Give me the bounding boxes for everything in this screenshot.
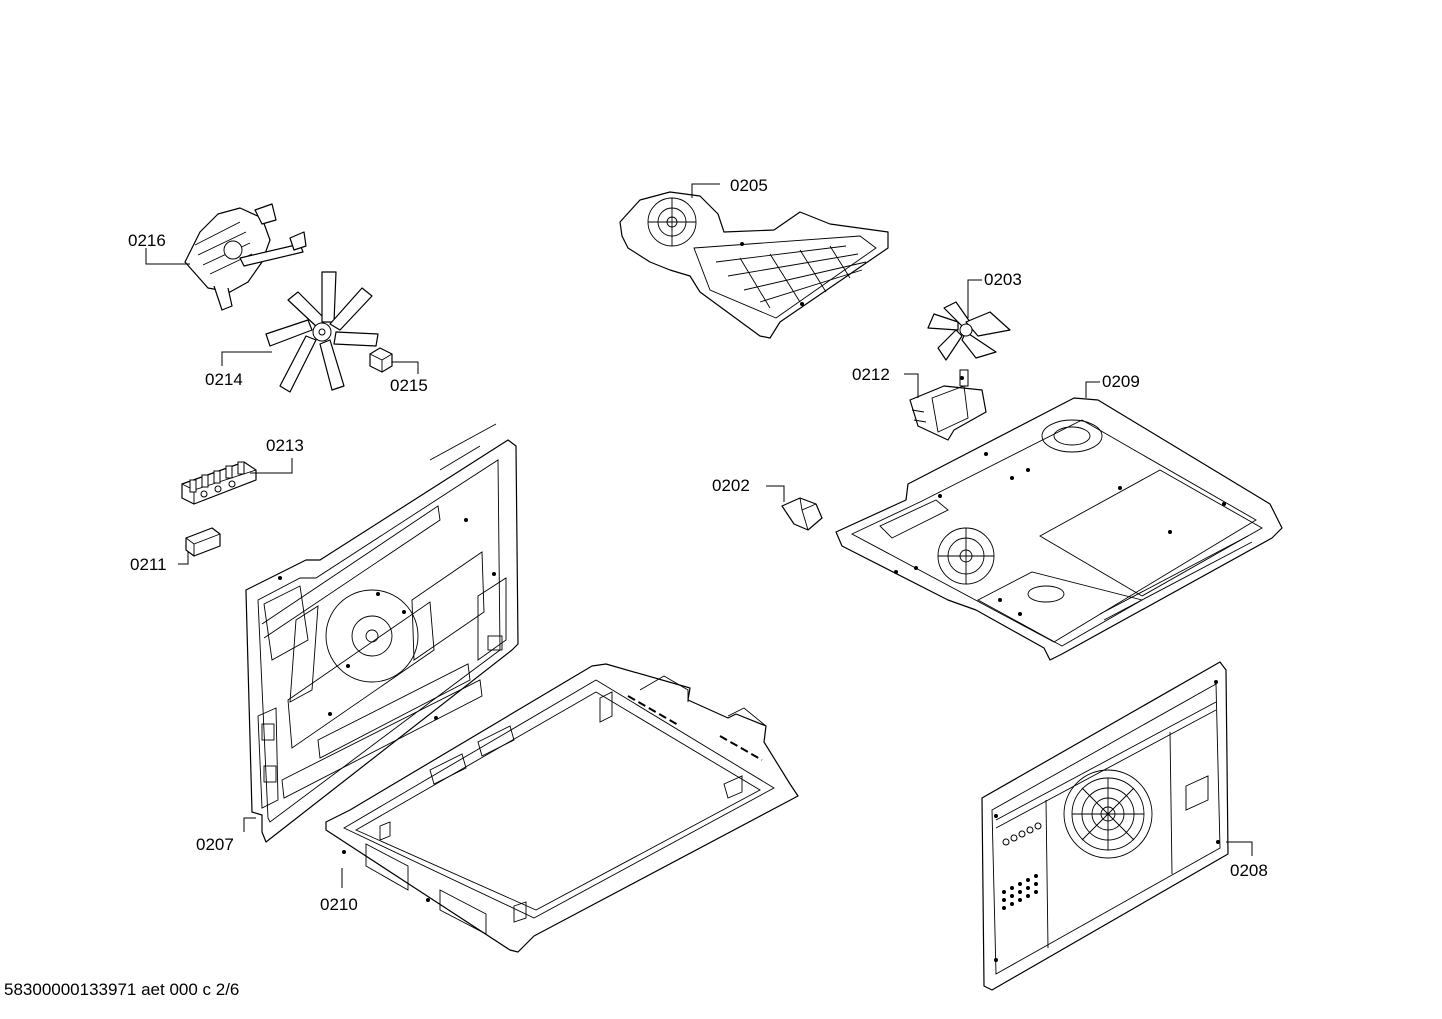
part-0209-top-plate[interactable] — [835, 397, 1283, 661]
part-0214-fan-blade[interactable] — [265, 271, 379, 393]
leader-0202: 0202 — [712, 476, 785, 502]
leader-0205: 0205 — [691, 176, 768, 198]
leader-0212: 0212 — [852, 365, 919, 398]
part-0202-sensor-clip[interactable] — [781, 497, 823, 531]
label-0211: 0211 — [130, 555, 167, 574]
leader-0210: 0210 — [320, 868, 358, 914]
leader-0207: 0207 — [196, 817, 256, 854]
part-0210-bottom-tray[interactable] — [325, 663, 799, 953]
label-0209: 0209 — [1102, 372, 1140, 391]
leader-0208: 0208 — [1226, 841, 1268, 880]
label-0208: 0208 — [1230, 861, 1268, 880]
leader-0209: 0209 — [1085, 372, 1140, 398]
part-0205-air-duct[interactable] — [619, 191, 889, 339]
part-0208-front-panel[interactable] — [981, 661, 1229, 991]
part-0203-cooling-fan[interactable] — [927, 301, 1011, 361]
label-0207: 0207 — [196, 835, 234, 854]
label-0202: 0202 — [712, 476, 750, 495]
leader-0211: 0211 — [130, 552, 189, 574]
part-0212-fan-motor[interactable] — [909, 369, 987, 441]
part-0211-clip[interactable] — [185, 527, 221, 557]
part-0213-terminal-block[interactable] — [181, 461, 257, 505]
leader-0214: 0214 — [205, 351, 272, 389]
label-0215: 0215 — [390, 376, 428, 395]
label-0216: 0216 — [128, 231, 166, 250]
part-0216-fan-motor[interactable] — [184, 203, 307, 311]
leader-0203: 0203 — [967, 270, 1022, 318]
label-0203: 0203 — [984, 270, 1022, 289]
part-0215-nut[interactable] — [369, 347, 393, 373]
leader-0216: 0216 — [128, 231, 190, 265]
leader-0215: 0215 — [390, 361, 428, 395]
part-0207-rear-panel[interactable] — [245, 423, 519, 843]
label-0205: 0205 — [730, 176, 768, 195]
document-id: 58300000133971 aet 000 c 2/6 — [4, 980, 240, 999]
label-0213: 0213 — [266, 436, 304, 455]
leader-0213: 0213 — [250, 436, 304, 474]
label-0212: 0212 — [852, 365, 890, 384]
label-0214: 0214 — [205, 370, 243, 389]
label-0210: 0210 — [320, 895, 358, 914]
